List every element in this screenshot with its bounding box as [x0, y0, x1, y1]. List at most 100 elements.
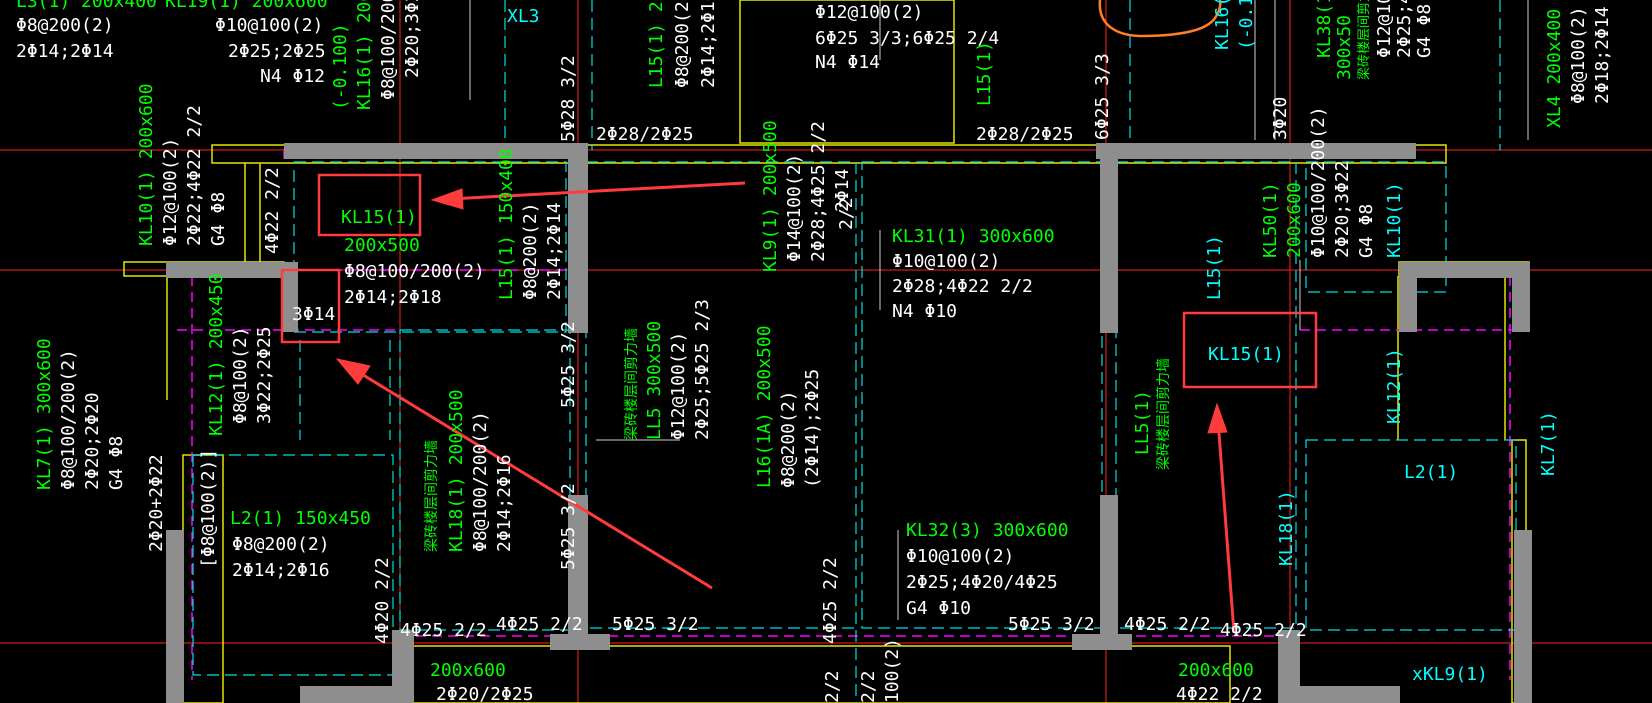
beam-label: 4Φ25 2/2 [400, 620, 487, 641]
beam-label: 2Φ25;5Φ25 2/3 [692, 299, 713, 440]
beam-label: 6Φ25 3/3 [1092, 53, 1113, 140]
beam-label: 2Φ14;2Φ16 [698, 0, 719, 88]
beam-label: KL15(1) [341, 207, 417, 228]
beam-label: 5Φ28 3/2 [558, 55, 579, 142]
beam-labels: L3(1) 200x400 Φ8@200(2) 2Φ14;2Φ14 KL19(1… [16, 0, 1613, 703]
beam-label: 2Φ20+2Φ22 [146, 454, 167, 552]
beam-label: KL50(1) [1260, 182, 1281, 258]
beam-label: Φ10@100(2) [215, 15, 323, 36]
beam-label: 2Φ14;2Φ18 [344, 287, 442, 308]
beam-label: xKL9(1) [1412, 664, 1488, 685]
beam-label: 4Φ20 2/2 [372, 557, 393, 644]
arrow-head [430, 188, 464, 210]
beam-label: Φ8@100(2) [230, 326, 251, 424]
beam-label: 2Φ14;2Φ14 [544, 202, 565, 300]
beam-label: 2Φ22;4Φ22 2/2 [184, 105, 205, 246]
beam-label: 200x600 [1178, 660, 1254, 681]
beam-label: 4Φ25 2/2 [496, 614, 583, 635]
beam-label: L15(1) [1204, 235, 1225, 300]
beam-label: 4Φ25 2/2 [820, 557, 841, 644]
beam-label: KL12(1) [1384, 348, 1405, 424]
beam-label: LL5 300x500 [644, 321, 665, 440]
beam-label: KL16(1) [1212, 0, 1233, 50]
beam-label: N4 Φ14 [815, 52, 880, 73]
beam-label: 2Φ20;3Φ22 [1332, 160, 1353, 258]
beam-label: (-0.100) [1236, 0, 1257, 50]
beam-label: Φ8@100/200(2) [470, 411, 491, 552]
beam-label: 2Φ25;2Φ25 [228, 41, 326, 62]
beam-label: 5Φ25 3/2 [1008, 614, 1095, 635]
beam-label: KL18(1) [1276, 490, 1297, 566]
beam-label: XL4 200x400 [1544, 9, 1565, 128]
beam-label: L15(1) [974, 41, 995, 106]
detail-lines [469, 0, 1529, 620]
beam-label: N4 Φ10 [892, 301, 957, 322]
beam-label: (2Φ14);2Φ25 [802, 369, 823, 488]
beam-label: 3Φ14 [292, 304, 335, 325]
annotation-boxes [280, 173, 1318, 389]
beam-label: 4Φ25 2/2 [1220, 620, 1307, 641]
beam-label: G4 Φ8 [1356, 204, 1377, 258]
beam-label: 2Φ28/2Φ25 [596, 124, 694, 145]
beam-label: KL12(1) 200x450 [206, 273, 227, 436]
beam-label: 2Φ14;2Φ16 [232, 560, 330, 581]
beam-label: KL32(3) 300x600 [906, 520, 1069, 541]
beam-label: L16(1A) 200x500 [754, 325, 775, 488]
beam-label: 2Φ18;2Φ14 [1592, 6, 1613, 104]
beam-label: 5Φ25 3/2 [558, 483, 579, 570]
beam-label: 2/2 [836, 197, 857, 230]
beam-label: KL16(1) 200x4 [354, 0, 375, 110]
beam-label: Φ8@200(2) [16, 15, 114, 36]
beam-label: Φ8@100/200(2) [344, 261, 485, 282]
beam-label: G4 Φ8 [1414, 4, 1435, 58]
beam-label: 100(2) [882, 638, 903, 703]
beam-label: [Φ8@100(2)] [198, 449, 219, 568]
beam-label: KL9(1) 200x500 [760, 120, 781, 272]
annotation-arrows [335, 181, 1236, 634]
beam-label: KL38(1) [1314, 0, 1335, 58]
beam-label: 梁砖楼层间剪力墙 [1156, 358, 1172, 470]
beam-label: 2Φ20;3Φ22 [402, 0, 423, 78]
beam-label: 2Φ14;2Φ16 [494, 454, 515, 552]
beam-lines [192, 0, 1517, 703]
beam-label: (-0.100) [330, 23, 351, 110]
beam-label: L15(1) 150x400 [496, 148, 517, 300]
beam-label: 梁砖楼层间剪力墙 [1356, 0, 1372, 80]
beam-label: Φ8@200(2) [232, 534, 330, 555]
beam-label: Φ12@100(2) [668, 332, 689, 440]
beam-label: 2Φ14;2Φ14 [16, 41, 114, 62]
beam-label: 2Φ25;4Φ20/4Φ25 [906, 572, 1058, 593]
beam-label: Φ8@200(2) [520, 202, 541, 300]
beam-label: 2Φ20;2Φ20 [82, 392, 103, 490]
beam-label: L2(1) [1404, 462, 1458, 483]
annotation-box-3phi14 [280, 268, 341, 344]
beam-label: 2Φ20/2Φ25 [436, 684, 534, 703]
beam-label: N4 Φ12 [260, 66, 325, 87]
beam-label: L2(1) 150x450 [230, 508, 371, 529]
beam-label: Φ10@100(2) [906, 546, 1014, 567]
beam-label: KL15(1) [1208, 344, 1284, 365]
beam-label: G4 Φ8 [208, 192, 229, 246]
beam-label: 3Φ22;2Φ25 [254, 326, 275, 424]
beam-label: Φ8@100/200(2) [58, 349, 79, 490]
beam-label: 5Φ25 3/2 [558, 321, 579, 408]
beam-label: 2/2 [822, 670, 843, 703]
beam-label: Φ10@100(2) [892, 251, 1000, 272]
beam-label: Φ10@100/200(2) [1308, 106, 1329, 258]
beam-label: 200x600 [430, 660, 506, 681]
beam-label: Φ12@10 [1374, 0, 1395, 58]
beam-label: 3Φ20 [1270, 97, 1291, 140]
beam-label: KL7(1) 300x600 [34, 338, 55, 490]
beam-label: XL3 [507, 6, 540, 27]
beam-label: L15(1) 200x [646, 0, 667, 88]
beam-label: KL10(1) 200x600 [136, 83, 157, 246]
beam-label: 梁砖楼层间剪力墙 [424, 440, 440, 552]
beam-label: 6Φ25 3/3;6Φ25 2/4 [815, 28, 999, 49]
concrete-columns [166, 143, 1532, 703]
annotation-box-kl15-right [1182, 311, 1318, 389]
beam-label: 300x50 [1334, 15, 1355, 80]
beam-label: Φ8@200(2) [778, 390, 799, 488]
beam-label: Φ8@100(2) [1568, 6, 1589, 104]
